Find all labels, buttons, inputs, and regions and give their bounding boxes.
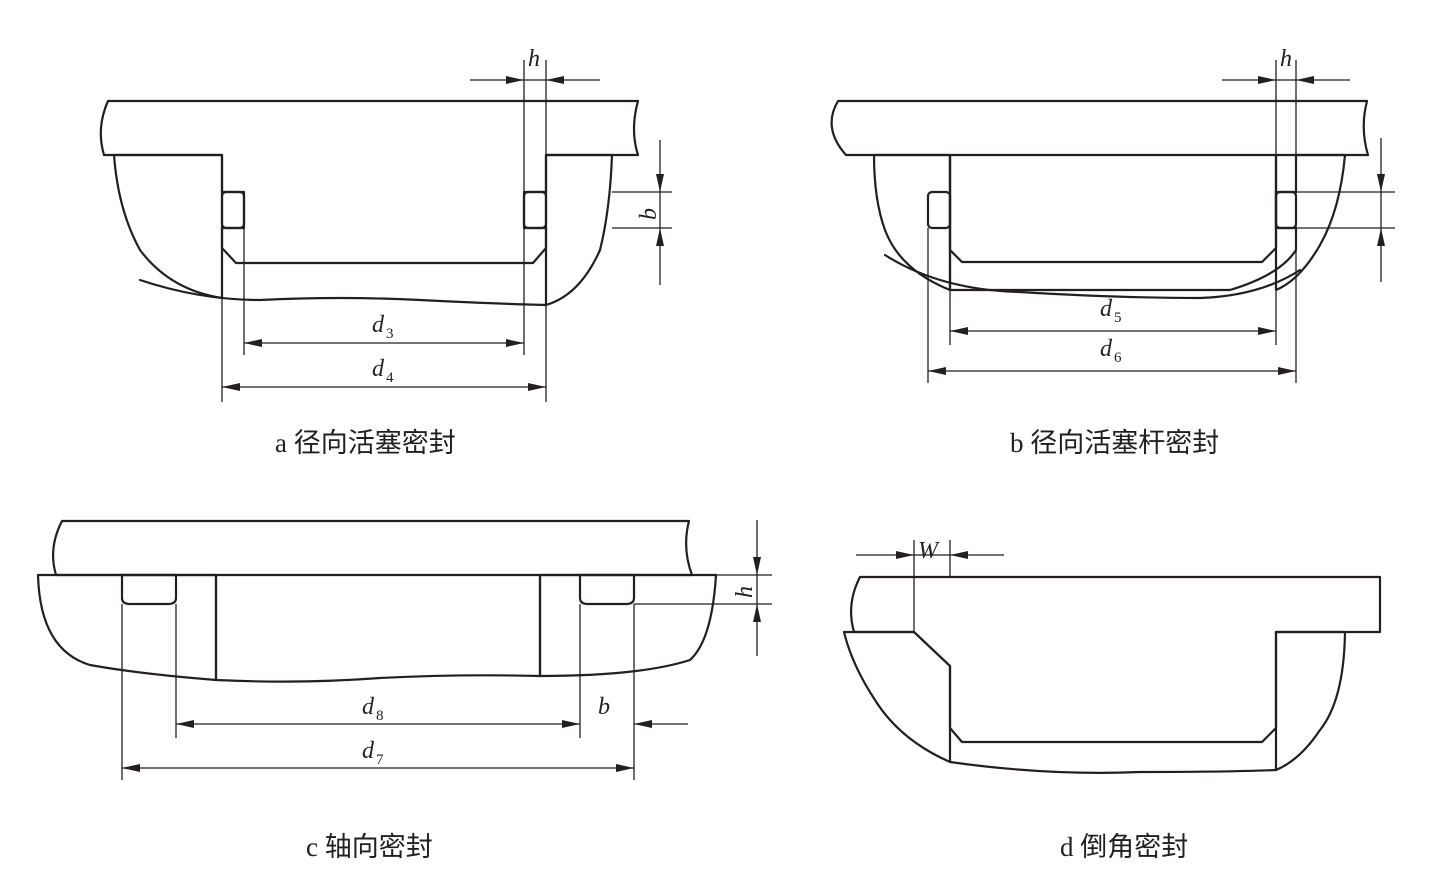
fig-a-groove-left [220, 190, 246, 230]
fig-d-piston [849, 575, 1382, 744]
fig-c-groove-right [578, 573, 636, 606]
fig-b-rod [948, 153, 1278, 264]
fig-b-label-h: h [1280, 46, 1292, 72]
fig-b-label-d5-sub: 5 [1114, 310, 1122, 326]
fig-a-piston [99, 99, 640, 265]
figure-d: W d 倒角密封 [842, 538, 1382, 862]
fig-b-caption: b 径向活塞杆密封 [1010, 428, 1219, 458]
fig-a-label-d4: d [372, 356, 385, 382]
fig-c-cover [51, 519, 694, 577]
fig-d-caption: d 倒角密封 [1060, 832, 1188, 862]
fig-b-housing-left [872, 153, 952, 292]
fig-a-label-d3: d [372, 312, 385, 338]
figure-b: h d 5 d 6 b 径向活塞杆密封 [830, 46, 1395, 458]
fig-a-housing-right [544, 153, 614, 307]
fig-a-groove-right [522, 190, 548, 230]
fig-a-caption: a 径向活塞密封 [275, 428, 456, 458]
fig-b-groove-left [926, 190, 952, 230]
fig-d-label-w: W [918, 538, 940, 564]
fig-c-label-d7: d [362, 738, 375, 764]
fig-b-label-d6-sub: 6 [1114, 350, 1122, 366]
fig-a-label-h: h [528, 46, 540, 72]
fig-c-label-d8: d [362, 694, 375, 720]
fig-c-label-b: b [598, 694, 610, 720]
fig-b-housing-top [830, 99, 1370, 292]
fig-a-label-d4-sub: 4 [386, 370, 394, 386]
fig-c-label-d7-sub: 7 [376, 752, 384, 768]
fig-c-flange-left [36, 573, 218, 682]
fig-d-housing-right [1274, 630, 1347, 772]
fig-b-label-d5: d [1100, 296, 1113, 322]
fig-c-label-h: h [732, 586, 758, 598]
fig-a-label-b: b [636, 208, 662, 220]
fig-a-housing-left [112, 153, 224, 300]
fig-b-label-d6: d [1100, 336, 1113, 362]
figure-a: h b d 3 d 4 a 径向活塞密封 [99, 46, 672, 458]
fig-c-label-d8-sub: 8 [376, 708, 384, 724]
fig-c-flange-right [538, 573, 718, 678]
fig-a-label-d3-sub: 3 [386, 326, 394, 342]
figure-c: h b d 8 d 7 c 轴向密封 [36, 519, 772, 862]
fig-c-caption: c 轴向密封 [306, 832, 433, 862]
fig-b-groove-right [1274, 190, 1298, 230]
fig-d-housing-left [842, 630, 952, 764]
fig-c-groove-left [120, 573, 178, 606]
fig-b-housing-right [1274, 153, 1347, 292]
